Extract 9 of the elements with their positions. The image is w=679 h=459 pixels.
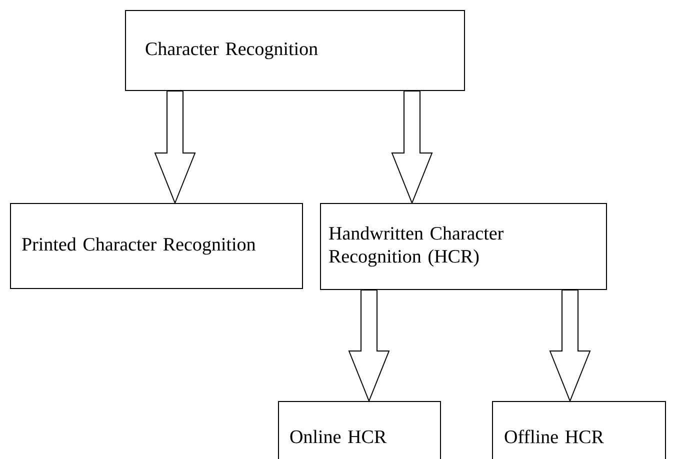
category-box: Printed Character Recognition (10, 203, 303, 289)
category-box: Online HCR (278, 401, 441, 459)
block-arrow (348, 290, 390, 402)
block-arrow (391, 90, 433, 204)
category-box: Offline HCR (492, 401, 666, 459)
category-box: Handwritten Character Recognition (HCR) (320, 203, 607, 290)
block-arrow (549, 290, 591, 402)
block-arrow (154, 90, 196, 204)
category-box: Character Recognition (125, 10, 465, 91)
